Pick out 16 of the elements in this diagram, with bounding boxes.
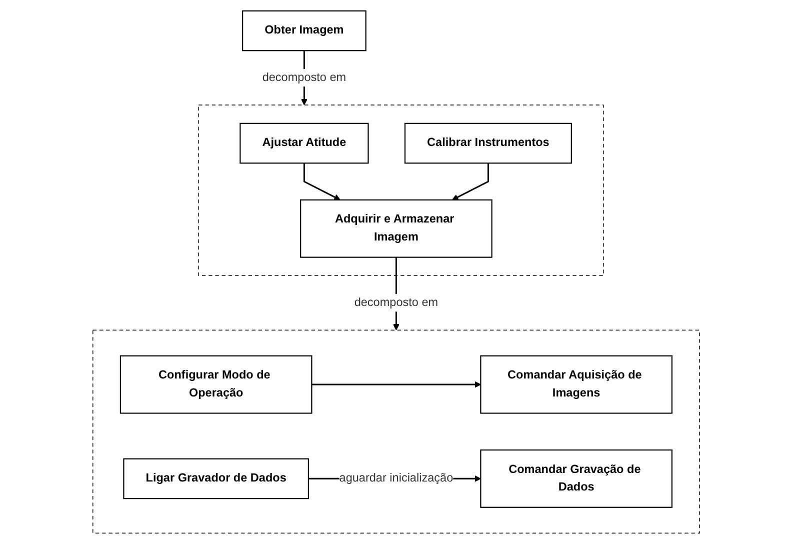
edge-label: aguardar inicialização — [340, 472, 454, 485]
edge-label: decomposto em — [354, 296, 438, 309]
arrow — [452, 163, 490, 200]
cluster — [92, 330, 700, 534]
cluster — [198, 104, 604, 276]
node-box: Calibrar Instrumentos — [404, 122, 572, 164]
arrow — [312, 381, 482, 388]
node-box: Configurar Modo de Operação — [120, 355, 313, 414]
node-box: Obter Imagem — [242, 10, 367, 52]
node-box: Comandar Aquisição de Imagens — [480, 355, 673, 414]
node-box: Ligar Gravador de Dados — [123, 458, 310, 500]
node-box: Adquirir e Armazenar Imagem — [300, 199, 493, 258]
arrow — [304, 163, 341, 200]
node-box: Ajustar Atitude — [240, 122, 370, 164]
node-box: Comandar Gravação de Dados — [480, 449, 673, 508]
edge-label: decomposto em — [262, 71, 346, 84]
